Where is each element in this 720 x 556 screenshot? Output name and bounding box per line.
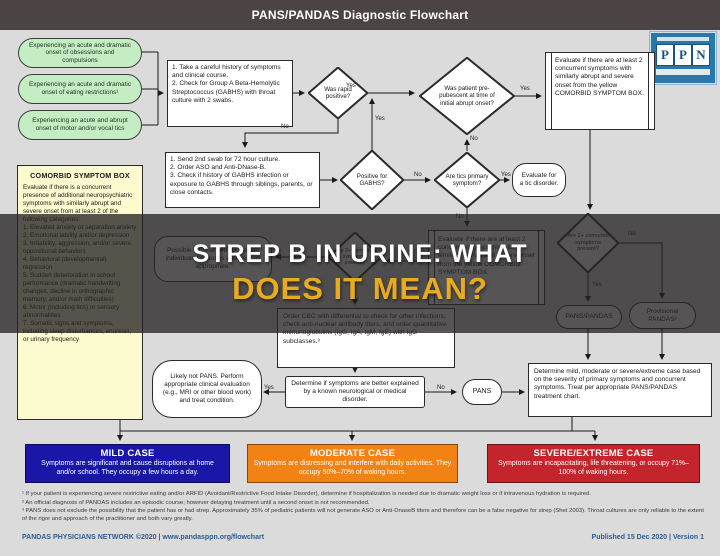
overlay-title-line1: STREP B IN URINE: WHAT bbox=[192, 240, 528, 268]
edge-label-yes: Yes bbox=[520, 86, 530, 92]
tics-primary-diamond: Are tics primary symptom? bbox=[434, 152, 500, 208]
severe-case-title: SEVERE/EXTREME CASE bbox=[533, 448, 654, 459]
page-title: PANS/PANDAS Diagnostic Flowchart bbox=[0, 0, 720, 30]
overlay-banner: STREP B IN URINE: WHAT DOES IT MEAN? bbox=[0, 214, 720, 333]
edge-label-yes: Yes bbox=[375, 116, 385, 122]
edge-label-yes: Yes bbox=[346, 83, 356, 89]
start-oval-eating: Experiencing an acute and dramatic onset… bbox=[18, 74, 142, 104]
footer-credit-link: PANDAS PHYSICIANS NETWORK ©2020 | www.pa… bbox=[22, 534, 265, 541]
mild-case-box: MILD CASE Symptoms are significant and c… bbox=[25, 444, 230, 483]
ppn-logo-letter: N bbox=[692, 44, 710, 66]
comorbid-symptom-box-title: COMORBID SYMPTOM BOX bbox=[30, 171, 130, 180]
footnote-2: ² An official diagnosis of PANDAS includ… bbox=[22, 499, 370, 506]
determine-explained-box: Determine if symptoms are better explain… bbox=[285, 376, 425, 408]
moderate-case-box: MODERATE CASE Symptoms are distressing a… bbox=[247, 444, 458, 483]
edge-label-no: No bbox=[437, 385, 445, 391]
footer-published-version: Published 15 Dec 2020 | Version 1 bbox=[591, 534, 704, 541]
evaluate-comorbid-top-box: Evaluate if there are at least 2 concurr… bbox=[545, 52, 655, 130]
history-step-box: 1. Take a careful history of symptoms an… bbox=[167, 60, 293, 127]
edge-label-yes: Yes bbox=[501, 172, 511, 178]
moderate-case-title: MODERATE CASE bbox=[309, 448, 396, 459]
edge-label-yes: Yes bbox=[264, 385, 274, 391]
footnotes: ¹ If your patient is experiencing severe… bbox=[22, 491, 710, 525]
severe-case-box: SEVERE/EXTREME CASE Symptoms are incapac… bbox=[487, 444, 700, 483]
second-swab-box: 1. Send 2nd swab for 72 hour culture. 2.… bbox=[165, 152, 320, 208]
likely-not-pans-pill: Likely not PANS. Perform appropriate cli… bbox=[152, 360, 262, 418]
gabhs-positive-diamond: Positive for GABHS? bbox=[340, 150, 404, 210]
rapid-positive-diamond: Was rapid positive? bbox=[308, 67, 368, 119]
start-oval-tics: Experiencing an acute and abrupt onset o… bbox=[18, 110, 142, 140]
prepubescent-diamond: Was patient pre-pubescent at time of ini… bbox=[419, 57, 515, 135]
ppn-logo-bottom-text bbox=[656, 69, 710, 75]
mild-case-title: MILD CASE bbox=[100, 448, 155, 459]
edge-label-no: No bbox=[281, 124, 289, 130]
moderate-case-body: Symptoms are distressing and interfere w… bbox=[253, 460, 452, 476]
overlay-title-line2: DOES IT MEAN? bbox=[232, 271, 488, 306]
edge-label-no: No bbox=[414, 172, 422, 178]
ppn-logo-letter: P bbox=[674, 44, 692, 66]
footnote-1: ¹ If your patient is experiencing severe… bbox=[22, 491, 591, 497]
mild-case-body: Symptoms are significant and cause disru… bbox=[41, 460, 214, 476]
edge-label-no: No bbox=[470, 136, 478, 142]
pans-pill: PANS bbox=[462, 379, 502, 405]
ppn-logo-top-text bbox=[657, 37, 709, 41]
determine-case-box: Determine mild, moderate or severe/extre… bbox=[528, 363, 712, 417]
ppn-logo-letter: P bbox=[656, 44, 674, 66]
severe-case-body: Symptoms are incapacitating, life threat… bbox=[498, 460, 689, 476]
ppn-logo: P P N bbox=[650, 32, 716, 84]
tic-disorder-pill: Evaluate for a tic disorder. bbox=[512, 163, 566, 197]
start-oval-obsessions: Experiencing an acute and dramatic onset… bbox=[18, 38, 142, 68]
footnote-3: ³ PANS does not exclude the possibility … bbox=[22, 508, 704, 523]
